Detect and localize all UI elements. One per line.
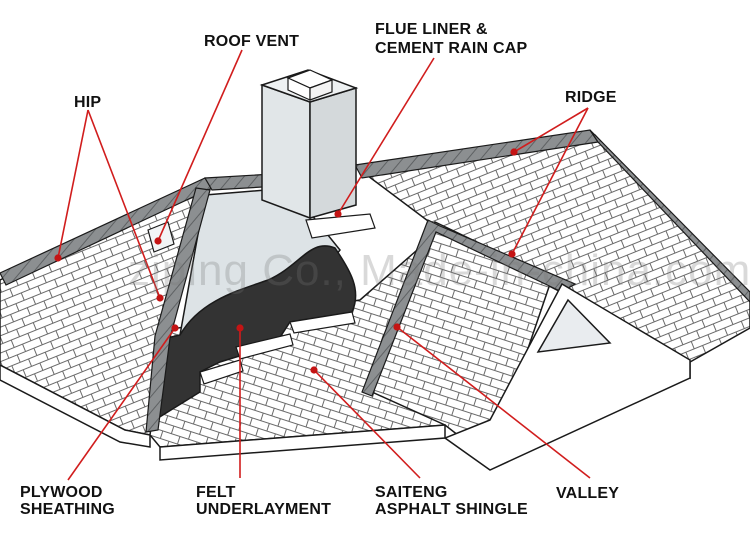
front-wall-base <box>159 424 446 461</box>
label-plywood-line2: SHEATHING <box>20 501 115 518</box>
label-roof-vent: ROOF VENT <box>204 33 300 50</box>
label-felt-line2: UNDERLAYMENT <box>196 501 332 518</box>
leader-valley <box>396 326 591 479</box>
dot-felt <box>236 324 244 332</box>
gable-vent <box>536 298 612 353</box>
leader-ridge-2 <box>511 107 589 255</box>
label-shingle-line2: ASPHALT SHINGLE <box>375 501 528 518</box>
starter-strip-3 <box>199 359 244 385</box>
chimney-side <box>309 86 357 219</box>
chimney-front <box>261 83 311 220</box>
label-flue-liner-line2: CEMENT RAIN CAP <box>375 40 528 57</box>
dot-flue <box>334 210 342 218</box>
label-shingle-line1: SAITENG <box>375 484 448 501</box>
gable-end-wall <box>443 282 691 471</box>
dot-plywood <box>171 324 179 332</box>
leader-roof-vent <box>157 49 243 242</box>
leader-ridge-1 <box>513 107 589 153</box>
marker-dots <box>54 148 518 374</box>
left-eave-fascia <box>0 364 151 448</box>
flue-liner-body-right <box>309 79 333 101</box>
dot-ridge-1 <box>510 148 518 156</box>
leader-shingle <box>313 369 421 479</box>
dot-hip-1 <box>54 254 62 262</box>
dot-hip-2 <box>156 294 164 302</box>
starter-strip-1 <box>289 311 356 334</box>
ridge-hip-right <box>589 129 750 303</box>
cement-rain-cap <box>305 213 376 239</box>
roof-vent <box>147 221 175 253</box>
gable-ridge-cap <box>361 219 577 397</box>
label-flue-liner-line1: FLUE LINER & <box>375 21 488 38</box>
dot-roof-vent <box>154 237 162 245</box>
dot-ridge-2 <box>508 250 516 258</box>
label-hip: HIP <box>74 94 102 111</box>
leader-flue <box>337 57 435 215</box>
label-ridge: RIDGE <box>565 89 617 106</box>
starter-strip-2 <box>235 333 294 360</box>
watermark-text: zjping Co., Made-in-china.com <box>128 246 750 295</box>
leader-hip-2 <box>87 109 161 299</box>
leader-lines <box>57 49 591 481</box>
label-felt-line1: FELT <box>196 484 236 501</box>
hip-ridge-cap-lower <box>145 187 211 433</box>
leader-hip-1 <box>57 109 89 259</box>
label-valley: VALLEY <box>556 485 620 502</box>
leader-plywood <box>67 327 176 481</box>
dot-shingle <box>310 366 318 374</box>
dot-valley <box>393 323 401 331</box>
label-plywood-line1: PLYWOOD <box>20 484 103 501</box>
